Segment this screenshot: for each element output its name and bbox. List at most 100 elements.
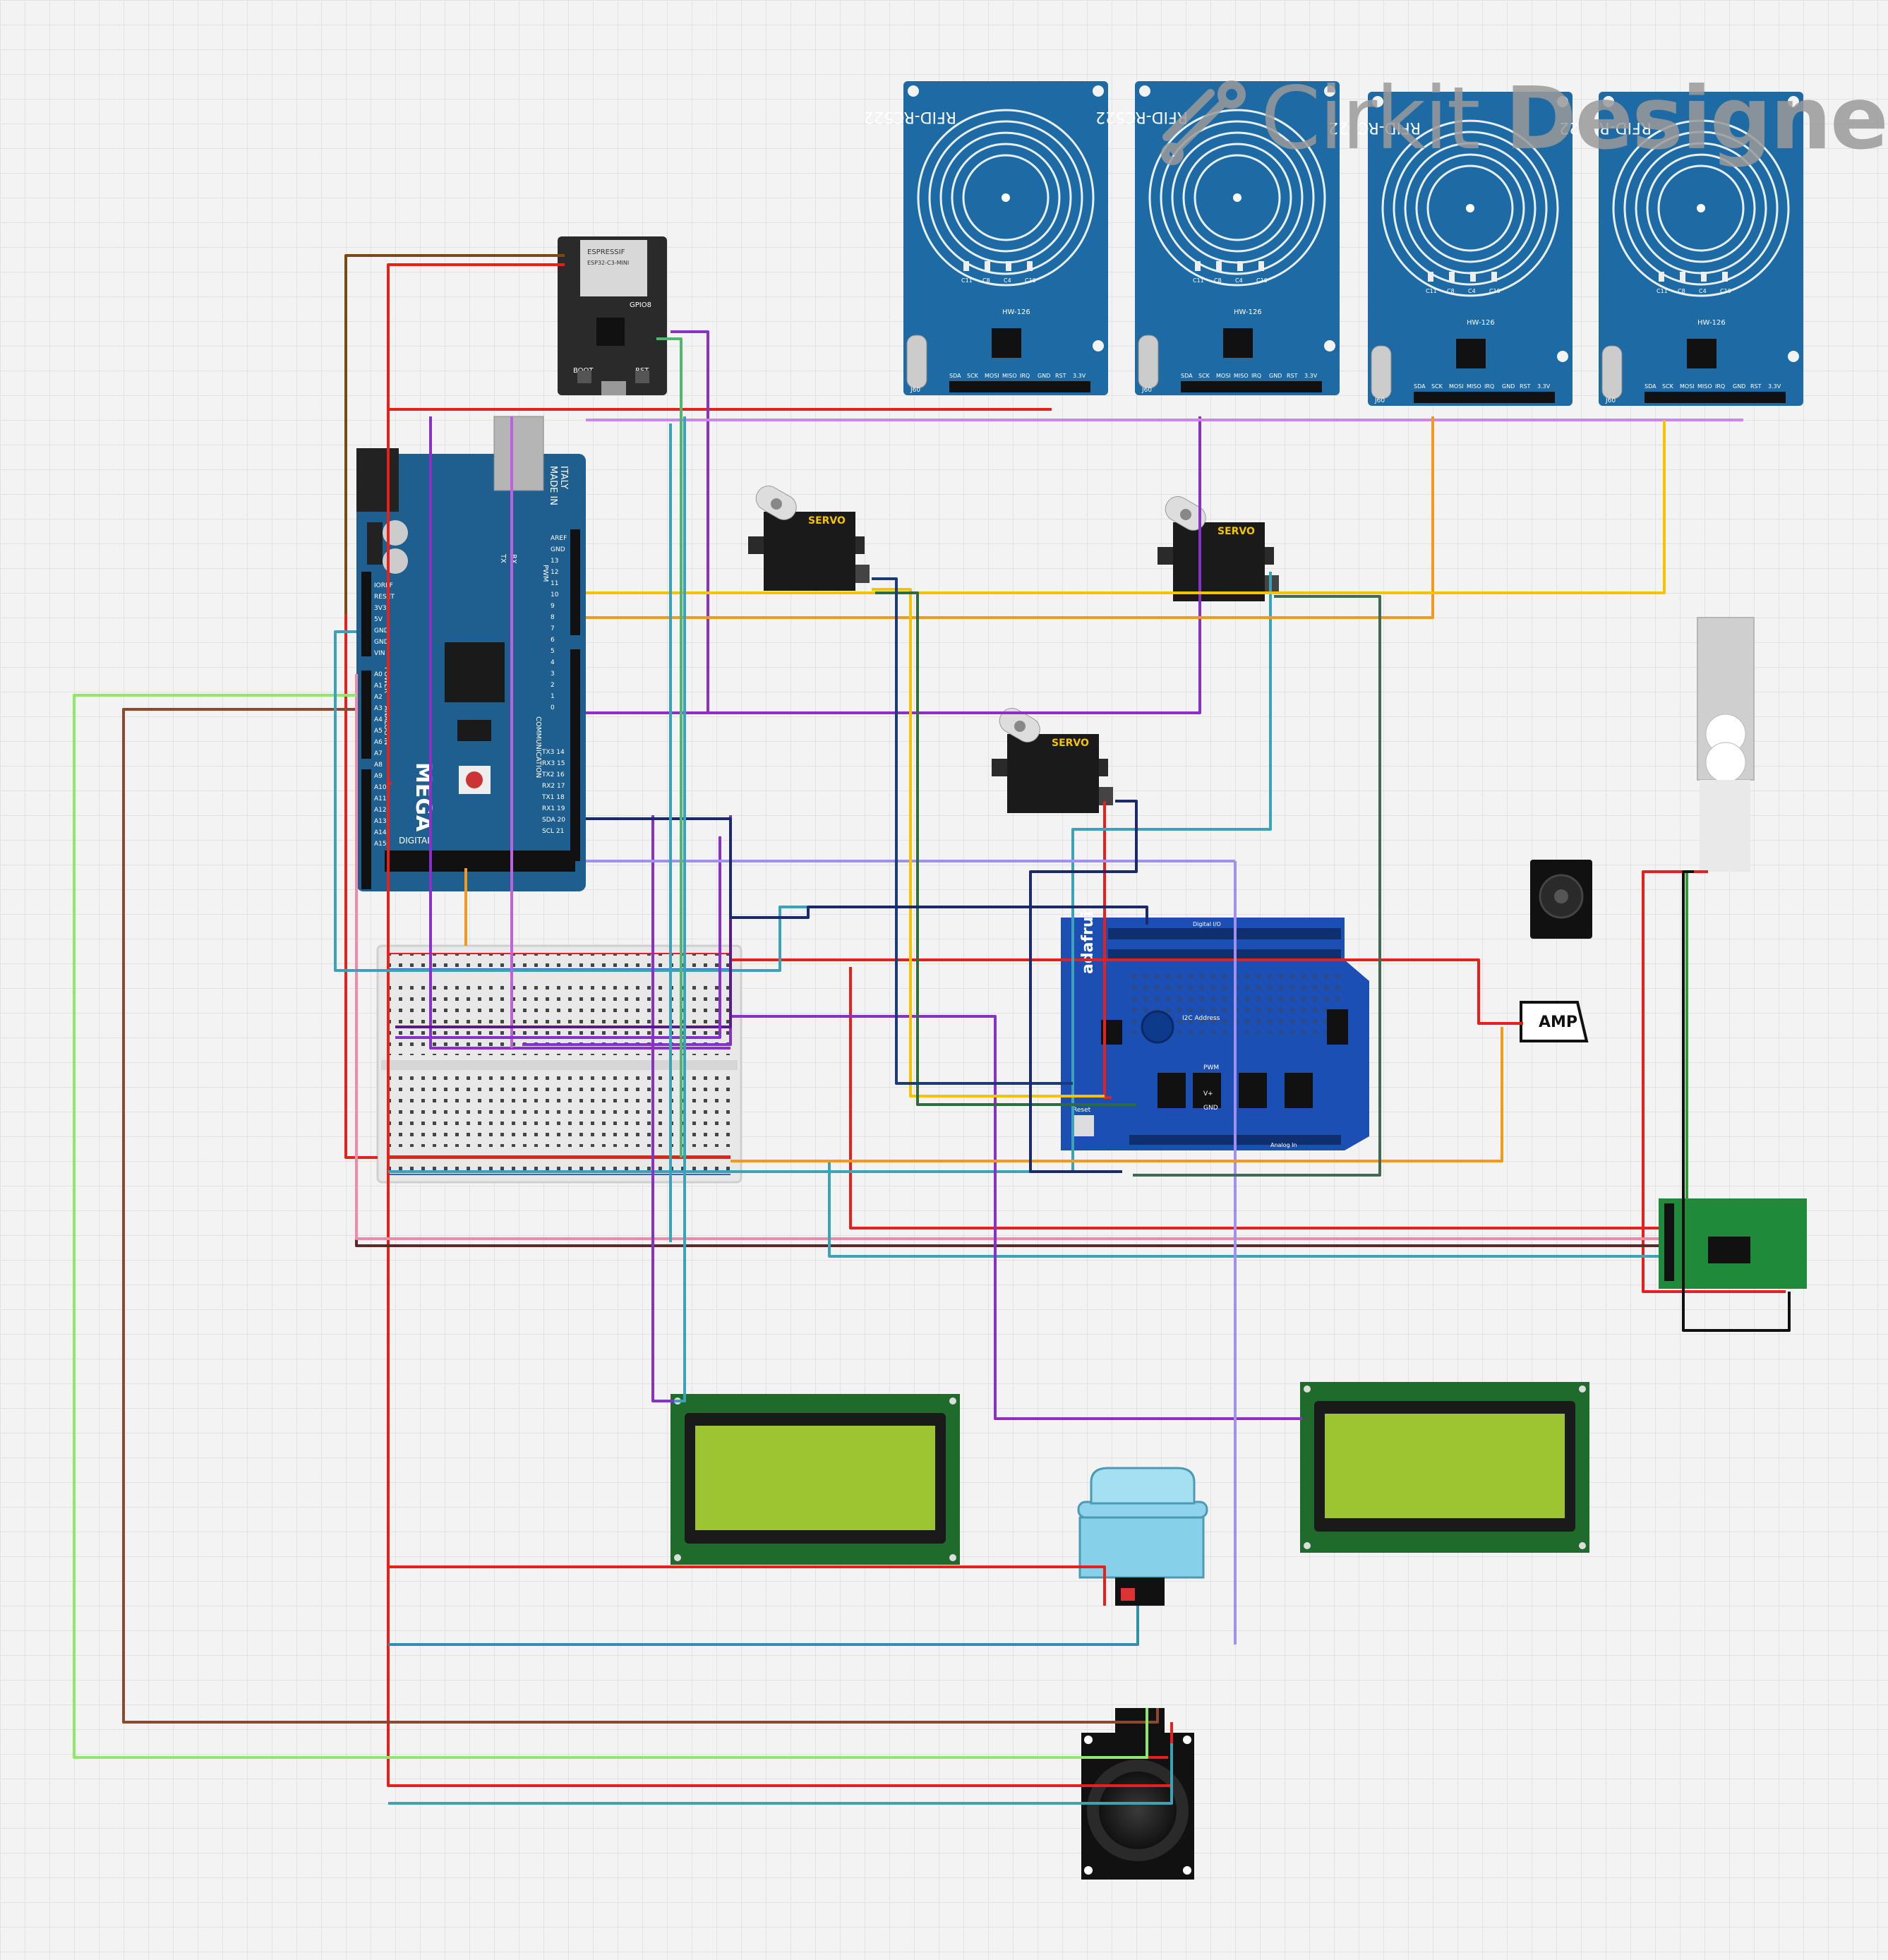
rfid-pin-label: IRQ xyxy=(1020,373,1030,379)
rfid-cap-label: C4 xyxy=(1468,288,1476,294)
rfid-pin-label: MISO xyxy=(1234,373,1249,379)
rfid-pin-label: SDA xyxy=(1181,373,1193,379)
rfid-model-label: RFID-RC522 xyxy=(1328,119,1421,136)
arduino-top-pin-label: 1 xyxy=(551,693,555,700)
rfid-pin-label: MISO xyxy=(1697,383,1712,390)
rfid-cap-label: C10 xyxy=(1489,288,1501,294)
rfid-cap-label: C8 xyxy=(1447,288,1455,294)
servo-motor: SERVO xyxy=(1158,496,1279,601)
arduino-analog-pin-label: A0 xyxy=(374,671,383,678)
arduino-top-pin-label: 8 xyxy=(551,614,555,621)
arduino-top-pin-label: GND xyxy=(551,546,565,553)
cirkit-designer-watermark: Cirkit Designer xyxy=(1158,62,1888,175)
rfid-cap-label: C8 xyxy=(1678,288,1685,294)
arduino-analog-pin-label: A4 xyxy=(374,716,383,723)
shield-brand: adafruit xyxy=(1079,903,1097,974)
arduino-analog-pin-label: A6 xyxy=(374,739,383,746)
arduino-power-pin-label: RESET xyxy=(374,594,395,601)
arduino-analog-pin-label: A1 xyxy=(374,683,383,690)
rfid-cap-label: C11 xyxy=(1426,288,1437,294)
rfid-pin-label: MISO xyxy=(1002,373,1017,379)
arduino-analog-pin-label: A9 xyxy=(374,773,383,780)
cirkit-logo-icon xyxy=(1161,80,1246,165)
arduino-analog-pin-label: A2 xyxy=(374,694,383,701)
rfid-crystal-label: J60 xyxy=(1605,397,1616,404)
servo-label: SERVO xyxy=(1052,738,1089,749)
arduino-mega-board: MADE IN ITALY MEGA POWER ANALOG IN DIGIT… xyxy=(356,416,586,891)
made-in-label: MADE IN xyxy=(548,466,558,505)
rfid-cap-label: C8 xyxy=(982,277,990,284)
joystick-module[interactable] xyxy=(1081,1708,1194,1880)
servo-motors: SERVO SERVO SERVO xyxy=(748,486,1279,813)
rfid-pin-label: SDA xyxy=(949,373,961,379)
arduino-top-pin-label: 0 xyxy=(551,704,555,711)
arduino-comm-pin-label: RX3 15 xyxy=(542,760,565,767)
lcd-display-left xyxy=(671,1394,960,1565)
servo-label: SERVO xyxy=(1217,526,1255,537)
watermark-text: Cirkit Designer xyxy=(1261,76,1888,162)
comm-label: COMMUNICATION xyxy=(534,716,542,778)
arduino-analog-pin-label: A12 xyxy=(374,807,387,814)
tx-label: TX xyxy=(499,553,507,563)
arduino-top-pin-label: 9 xyxy=(551,603,555,610)
analog-label: ANALOG IN xyxy=(383,706,390,745)
rfid-pin-label: 3.3V xyxy=(1537,383,1551,390)
power-label: POWER xyxy=(383,667,390,693)
rfid-cap-label: C11 xyxy=(1193,277,1204,284)
digital-label: DIGITAL xyxy=(399,836,432,846)
arduino-comm-pin-label: RX2 17 xyxy=(542,783,565,790)
hx711-module xyxy=(1659,1198,1807,1289)
rfid-cap-label: C4 xyxy=(1004,277,1011,284)
arduino-comm-pin-label: TX3 14 xyxy=(541,749,565,756)
rfid-pin-label: SDA xyxy=(1414,383,1426,390)
rfid-board-code: HW-126 xyxy=(1002,308,1030,316)
pwm-label: PWM xyxy=(541,565,549,582)
arduino-top-pin-label: 12 xyxy=(551,569,558,576)
rfid-cap-label: C4 xyxy=(1699,288,1707,294)
rfid-pin-label: IRQ xyxy=(1251,373,1261,379)
rfid-model-label: RFID-RC522 xyxy=(864,108,956,126)
rfid-pin-label: 3.3V xyxy=(1304,373,1318,379)
shield-analog-label: Analog In xyxy=(1270,1142,1297,1148)
rfid-pin-label: SCK xyxy=(1662,383,1674,390)
rfid-pin-label: SCK xyxy=(1198,373,1210,379)
arduino-top-pin-label: 2 xyxy=(551,682,555,689)
amp-label: AMP xyxy=(1539,1014,1577,1031)
rfid-crystal-label: J60 xyxy=(910,387,920,394)
arduino-comm-pin-label: TX1 18 xyxy=(541,794,565,801)
arduino-analog-pin-label: A14 xyxy=(374,829,387,836)
rfid-pin-label: GND xyxy=(1038,373,1050,379)
rfid-pin-label: GND xyxy=(1269,373,1282,379)
rfid-pin-label: MISO xyxy=(1467,383,1481,390)
arduino-analog-pin-label: A8 xyxy=(374,762,383,769)
rfid-pin-label: RST xyxy=(1287,373,1298,379)
adafruit-servo-shield: adafruit I2C Address PWM V+ GND Reset Di… xyxy=(1061,903,1369,1150)
arduino-analog-pin-label: A7 xyxy=(374,750,383,757)
rfid-crystal-label: J60 xyxy=(1374,397,1385,404)
arduino-power-pin-label: IOREF xyxy=(374,582,393,589)
arcade-push-button[interactable] xyxy=(1077,1467,1208,1606)
rfid-cap-label: C10 xyxy=(1025,277,1036,284)
rfid-cap-label: C11 xyxy=(1656,288,1668,294)
arduino-top-pin-label: 7 xyxy=(551,625,555,632)
arduino-power-pin-label: GND xyxy=(374,639,389,646)
shield-digital-label: Digital I/O xyxy=(1193,921,1221,927)
rfid-pin-label: MOSI xyxy=(1216,373,1231,379)
arduino-top-pin-label: 4 xyxy=(551,659,555,666)
arduino-top-pin-label: 6 xyxy=(551,637,555,644)
rfid-crystal-label: J60 xyxy=(1141,387,1152,394)
audio-amplifier: AMP xyxy=(1520,1001,1589,1042)
esp32-brand: ESPRESSIF xyxy=(587,248,625,256)
rfid-model-label: RFID-RC522 xyxy=(1559,119,1652,136)
rfid-pin-label: MOSI xyxy=(1680,383,1695,390)
shield-pwm-label: PWM xyxy=(1203,1064,1219,1071)
arduino-power-pin-label: GND xyxy=(374,627,389,635)
servo-motor: SERVO xyxy=(748,486,870,591)
servo-motor: SERVO xyxy=(992,707,1113,813)
